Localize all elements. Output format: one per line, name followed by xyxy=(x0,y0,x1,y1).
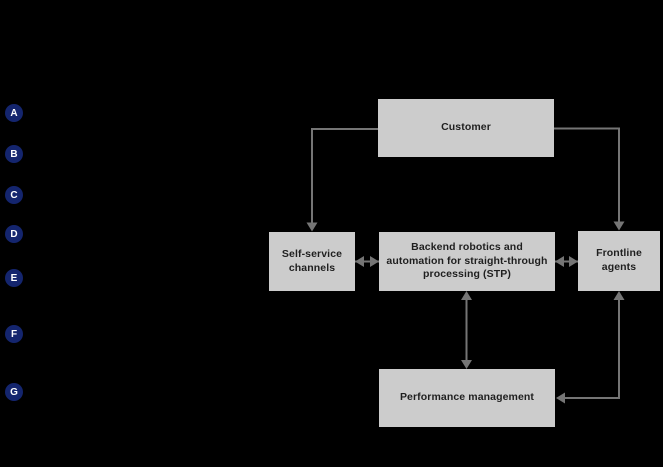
node-frontline-agents-label: Frontline agents xyxy=(596,247,642,273)
node-performance-management-label: Performance management xyxy=(399,391,535,404)
edge-customer-frontline xyxy=(554,127,625,231)
node-self-service-channels-label: Self-service channels xyxy=(281,247,343,274)
badge-f: F xyxy=(5,325,23,343)
node-self-service-channels: Self-service channels xyxy=(269,232,355,291)
node-performance-management: Performance management xyxy=(379,369,555,427)
edge-frontline-performance xyxy=(556,291,625,404)
edge-customer-selfservice xyxy=(306,128,378,232)
node-backend-robotics-stp: Backend robotics and automation for stra… xyxy=(379,232,555,291)
node-backend-robotics-stp-label: Backend robotics and automation for stra… xyxy=(386,240,548,281)
badge-e: E xyxy=(5,269,23,287)
edge-backend-frontline xyxy=(555,256,578,267)
badge-b: B xyxy=(5,145,23,163)
node-frontline-agents: Frontline agents xyxy=(578,231,660,291)
node-customer: Customer xyxy=(378,99,554,157)
badge-g: G xyxy=(5,383,23,401)
edge-backend-performance xyxy=(461,291,472,369)
node-customer-label: Customer xyxy=(441,121,491,134)
badge-a: A xyxy=(5,104,23,122)
edge-selfservice-backend xyxy=(355,256,379,267)
badge-c: C xyxy=(5,186,23,204)
badge-d: D xyxy=(5,225,23,243)
